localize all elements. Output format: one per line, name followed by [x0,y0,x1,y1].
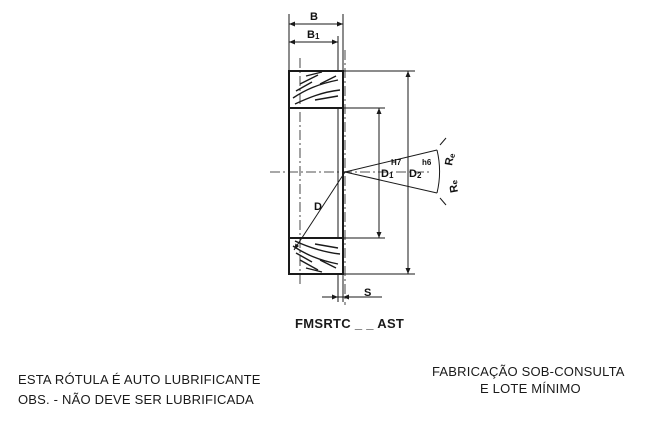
model-code: FMSRTC _ _ AST [295,316,405,331]
dimension-s [322,274,382,302]
label-d1-tolerance: H7 [391,158,402,167]
bottom-section-hatch [288,237,344,275]
dimension-d1 [343,107,385,239]
dimension-d2 [343,70,415,275]
fabrication-minimum-lot: E LOTE MÍNIMO [480,381,581,396]
label-d1: D1 [381,168,394,180]
label-b: B [310,11,318,23]
dimension-d-leader [293,171,346,251]
label-d2: D2 [409,168,422,180]
label-s: S [364,287,371,299]
label-re-lower: Re [447,179,461,194]
top-section-hatch [288,70,344,109]
label-re-upper: Re [443,152,457,167]
dimension-b1 [289,36,339,71]
label-b1: B1 [307,29,320,41]
center-lines [270,50,430,305]
note-self-lubricating: ESTA RÓTULA É AUTO LUBRIFICANTE [18,372,261,387]
note-do-not-lubricate: OBS. - NÃO DEVE SER LUBRIFICADA [18,392,254,407]
label-d: D [314,201,322,213]
tilt-angle-lines [344,137,447,206]
label-d2-tolerance: h6 [422,158,432,167]
fabrication-on-request: FABRICAÇÃO SOB-CONSULTA [432,364,625,379]
